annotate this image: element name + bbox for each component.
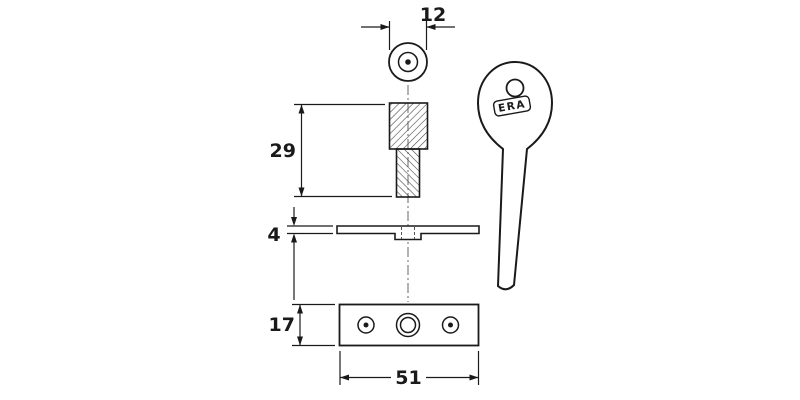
- key-silhouette: [476, 60, 554, 291]
- arrowhead: [291, 217, 297, 226]
- plate-hole-center-inner: [399, 316, 417, 334]
- arrowhead: [380, 24, 390, 30]
- dimension-bolt-length: 29: [270, 103, 392, 198]
- dimension-plate-width: 51: [339, 351, 480, 389]
- arrowhead: [297, 336, 303, 346]
- bolt-knurled-head: [388, 102, 429, 150]
- bolt-top-center-dot: [405, 59, 411, 65]
- key-hole: [505, 78, 525, 98]
- dimension-plate-height: 17: [269, 303, 335, 347]
- era-badge: ERA: [492, 95, 532, 117]
- dim-label-4: 4: [267, 224, 280, 246]
- era-brand-label: ERA: [497, 98, 527, 115]
- bolt-side-view: [388, 102, 429, 198]
- plate-section-view: [336, 225, 480, 241]
- bolt-threaded-shaft: [395, 148, 421, 198]
- bolt-top-view: [388, 42, 428, 82]
- plate-hole-left-dot: [363, 322, 369, 328]
- dimension-plate-thickness: 4: [267, 207, 333, 300]
- dim-label-17: 17: [269, 314, 295, 336]
- plate-section-outline: [336, 225, 480, 241]
- era-badge-outline: [492, 95, 532, 117]
- arrowhead: [291, 233, 297, 243]
- plate-hole-right-dot: [448, 322, 453, 328]
- dimension-bolt-head-diameter: 12: [361, 4, 455, 50]
- arrowhead: [469, 374, 479, 381]
- dim-label-51: 51: [395, 367, 421, 389]
- dim-label-29: 29: [270, 140, 296, 162]
- arrowhead: [297, 304, 303, 314]
- arrowhead: [340, 374, 349, 381]
- key-illustration: ERA: [476, 60, 554, 291]
- arrowhead: [426, 24, 436, 30]
- dim-label-12: 12: [420, 4, 446, 26]
- plate-front-view: [338, 303, 480, 347]
- bolt-top-inner-circle: [397, 51, 419, 73]
- arrowhead: [298, 187, 305, 197]
- arrowhead: [298, 104, 305, 114]
